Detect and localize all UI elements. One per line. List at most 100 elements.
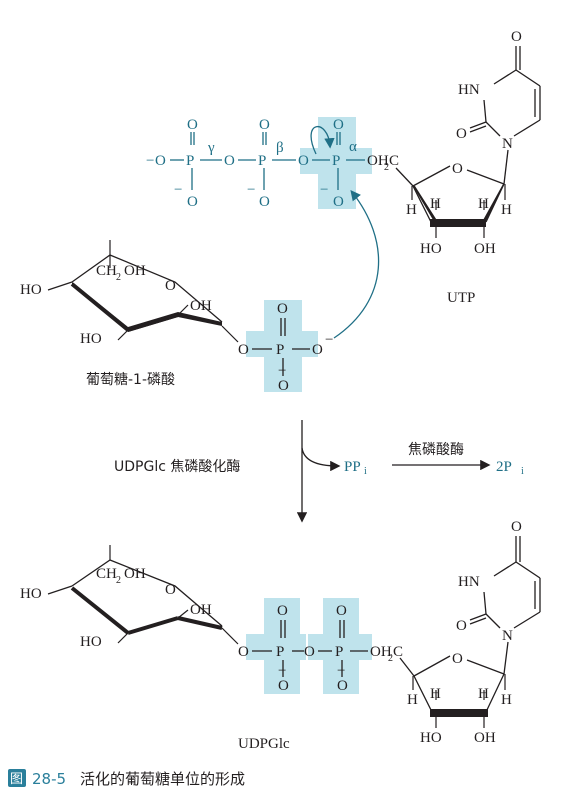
svg-text:−: −: [278, 663, 286, 679]
svg-text:O: O: [165, 582, 176, 598]
svg-text:O: O: [224, 153, 235, 169]
svg-text:−: −: [174, 182, 182, 198]
svg-text:C: C: [389, 153, 399, 169]
svg-text:OH: OH: [367, 153, 389, 169]
enzyme-label: UDPGlc 焦磷酸化酶: [114, 459, 240, 475]
pyrophosphatase-label: 焦磷酸酶: [408, 442, 464, 458]
svg-text:N: N: [502, 628, 513, 644]
svg-text:H: H: [478, 196, 489, 212]
svg-text:O: O: [511, 29, 522, 45]
svg-text:O: O: [337, 678, 348, 694]
svg-text:H: H: [478, 686, 489, 702]
gamma-label: γ: [207, 140, 215, 156]
svg-text:HO: HO: [80, 331, 102, 347]
udpglc-uracil: N O HN O: [456, 519, 541, 675]
svg-text:H: H: [407, 692, 418, 708]
svg-text:O: O: [277, 603, 288, 619]
svg-text:O: O: [277, 301, 288, 317]
svg-text:N: N: [502, 136, 513, 152]
svg-text:PP: PP: [344, 459, 361, 475]
svg-text:O: O: [278, 678, 289, 694]
svg-text:CH: CH: [96, 566, 117, 582]
glucose-1-phosphate: O CH 2 OH HO HO OH O P O O − O − 葡萄糖-1-磷…: [20, 240, 333, 394]
svg-text:−: −: [278, 363, 286, 379]
svg-text:HN: HN: [458, 574, 480, 590]
svg-text:HO: HO: [20, 282, 42, 298]
glc1p-label: 葡萄糖-1-磷酸: [86, 372, 175, 388]
svg-text:2: 2: [116, 575, 121, 586]
svg-text:P: P: [258, 153, 266, 169]
svg-text:HO: HO: [20, 586, 42, 602]
caption-tag: 图: [10, 772, 23, 787]
udpglc-label: UDPGlc: [238, 736, 290, 752]
svg-text:HN: HN: [458, 82, 480, 98]
svg-text:O: O: [452, 161, 463, 177]
svg-text:O: O: [333, 117, 344, 133]
svg-text:O: O: [238, 342, 249, 358]
reaction-step: UDPGlc 焦磷酸化酶 PP i 焦磷酸酶 2P i: [114, 420, 524, 523]
utp-label: UTP: [447, 290, 475, 306]
svg-text:O: O: [165, 278, 176, 294]
svg-text:O: O: [456, 126, 467, 142]
svg-text:i: i: [364, 466, 367, 477]
svg-text:O: O: [511, 519, 522, 535]
svg-text:OH: OH: [370, 644, 392, 660]
utp-molecule: − O P γ O − O O P β O − O O P α: [146, 29, 541, 306]
svg-text:CH: CH: [96, 263, 117, 279]
svg-text:OH: OH: [190, 602, 212, 618]
svg-text:O: O: [155, 153, 166, 169]
svg-text:2: 2: [384, 162, 389, 173]
svg-text:P: P: [335, 644, 343, 660]
svg-text:−: −: [247, 182, 255, 198]
alpha-label: α: [349, 139, 357, 155]
utp-uracil: N O HN O: [456, 29, 541, 185]
caption-number: 28-5: [32, 770, 66, 788]
udpglc-molecule: O CH 2 OH HO HO OH O P O O − O P O O: [20, 519, 541, 752]
svg-text:O: O: [187, 194, 198, 210]
svg-text:C: C: [393, 644, 403, 660]
svg-text:OH: OH: [124, 263, 146, 279]
udpglc-glucose-ring: O CH 2 OH HO HO OH O: [20, 545, 249, 660]
svg-text:HO: HO: [420, 730, 442, 746]
svg-text:O: O: [259, 117, 270, 133]
svg-text:OH: OH: [474, 241, 496, 257]
svg-text:O: O: [452, 651, 463, 667]
svg-text:P: P: [276, 644, 284, 660]
beta-label: β: [276, 140, 284, 156]
svg-text:H: H: [430, 686, 441, 702]
svg-text:O: O: [456, 618, 467, 634]
utp-ribose-ring: O H H H H HO OH: [406, 161, 512, 257]
figure-caption: 图 28-5 活化的葡萄糖单位的形成: [8, 769, 245, 788]
svg-text:P: P: [186, 153, 194, 169]
attack-curved-arrow: [310, 126, 335, 155]
udpglc-ribose-ring: O H H H H HO OH: [407, 651, 512, 746]
nucleophilic-attack-arrow: [333, 189, 380, 339]
svg-text:−: −: [337, 663, 345, 679]
svg-text:HO: HO: [80, 634, 102, 650]
svg-text:O: O: [259, 194, 270, 210]
svg-text:H: H: [501, 202, 512, 218]
svg-text:O: O: [238, 644, 249, 660]
caption-text: 活化的葡萄糖单位的形成: [80, 770, 245, 788]
svg-text:−: −: [146, 153, 154, 169]
svg-text:i: i: [521, 466, 524, 477]
svg-text:O: O: [278, 378, 289, 394]
svg-text:O: O: [333, 194, 344, 210]
svg-text:P: P: [276, 342, 284, 358]
svg-text:O: O: [336, 603, 347, 619]
svg-text:H: H: [430, 196, 441, 212]
svg-text:P: P: [332, 153, 340, 169]
glc1p-ring: O CH 2 OH HO HO OH O: [20, 240, 249, 358]
svg-text:2P: 2P: [496, 459, 512, 475]
svg-text:O: O: [187, 117, 198, 133]
triphosphate-chain: − O P γ O − O O P β O − O O P α: [146, 117, 365, 210]
svg-text:O: O: [298, 153, 309, 169]
svg-text:2: 2: [388, 653, 393, 664]
svg-text:OH: OH: [474, 730, 496, 746]
svg-text:−: −: [320, 182, 328, 198]
svg-text:OH: OH: [124, 566, 146, 582]
svg-text:H: H: [406, 202, 417, 218]
svg-text:HO: HO: [420, 241, 442, 257]
svg-text:H: H: [501, 692, 512, 708]
